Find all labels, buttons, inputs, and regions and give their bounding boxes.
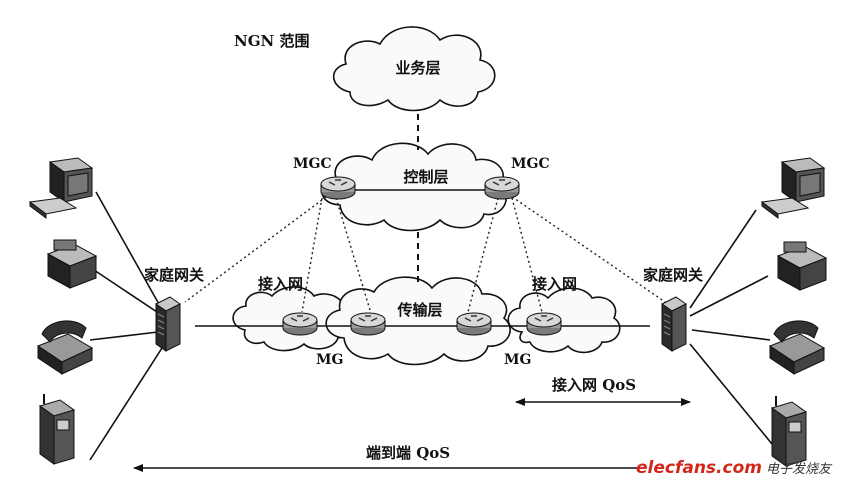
mgc-left-label: MGC [293,156,332,172]
mg-right-label: MG [504,352,531,368]
watermark-brand-cn: 电子发烧友 [765,462,831,477]
ngn-scope-label: NGN 范围 [234,32,309,50]
fax-icon [46,239,98,289]
control-layer-cloud [321,142,507,232]
left-fax-link [93,269,161,315]
watermark-brand: elecfans.com [636,458,762,478]
computer-icon [28,157,94,219]
transport-layer-cloud [325,276,511,366]
access-net-left-label: 接入网 [258,275,303,293]
computer-icon [760,157,826,219]
home-gateway-right-icon [661,296,687,352]
right-mobile-link [689,343,773,445]
right-phone-link [691,329,771,341]
mg-left-label: MG [316,352,343,368]
access-net-right-label: 接入网 [532,275,577,293]
right-computer-link [689,209,757,309]
fax-icon [776,241,828,291]
home-gateway-left-icon [155,296,181,352]
mgc-left-to-mg-link [301,197,323,313]
mgc-right-to-gateway-link [507,193,669,305]
mobile-phone-icon [38,394,76,465]
access-qos-label: 接入网 QoS [552,376,636,394]
transport-left-router-icon [350,312,386,336]
e2e-qos-label: 端到端 QoS [366,444,450,462]
right-fax-link [689,275,769,317]
mg-right-router-icon [526,312,562,336]
left-mobile-link [89,347,163,461]
mgc-right-router-icon [484,176,520,200]
mg-left-router-icon [282,312,318,336]
mgc-left-router-icon [320,176,356,200]
transport-right-router-icon [456,312,492,336]
left-computer-link [95,191,161,307]
home-gateway-right-label: 家庭网关 [643,266,703,284]
service-layer-cloud [332,26,496,112]
mobile-phone-icon [770,396,808,467]
control-layer-label: 控制层 [403,168,448,186]
access-net-right-cloud [507,287,621,354]
left-phone-link [89,331,159,341]
home-gateway-left-label: 家庭网关 [144,266,204,284]
service-layer-label: 业务层 [395,59,440,77]
transport-layer-label: 传输层 [396,301,442,319]
mgc-right-label: MGC [511,156,550,172]
telephone-icon [36,320,94,375]
telephone-icon [768,320,826,375]
mgc-left-to-gateway-link [184,193,331,303]
